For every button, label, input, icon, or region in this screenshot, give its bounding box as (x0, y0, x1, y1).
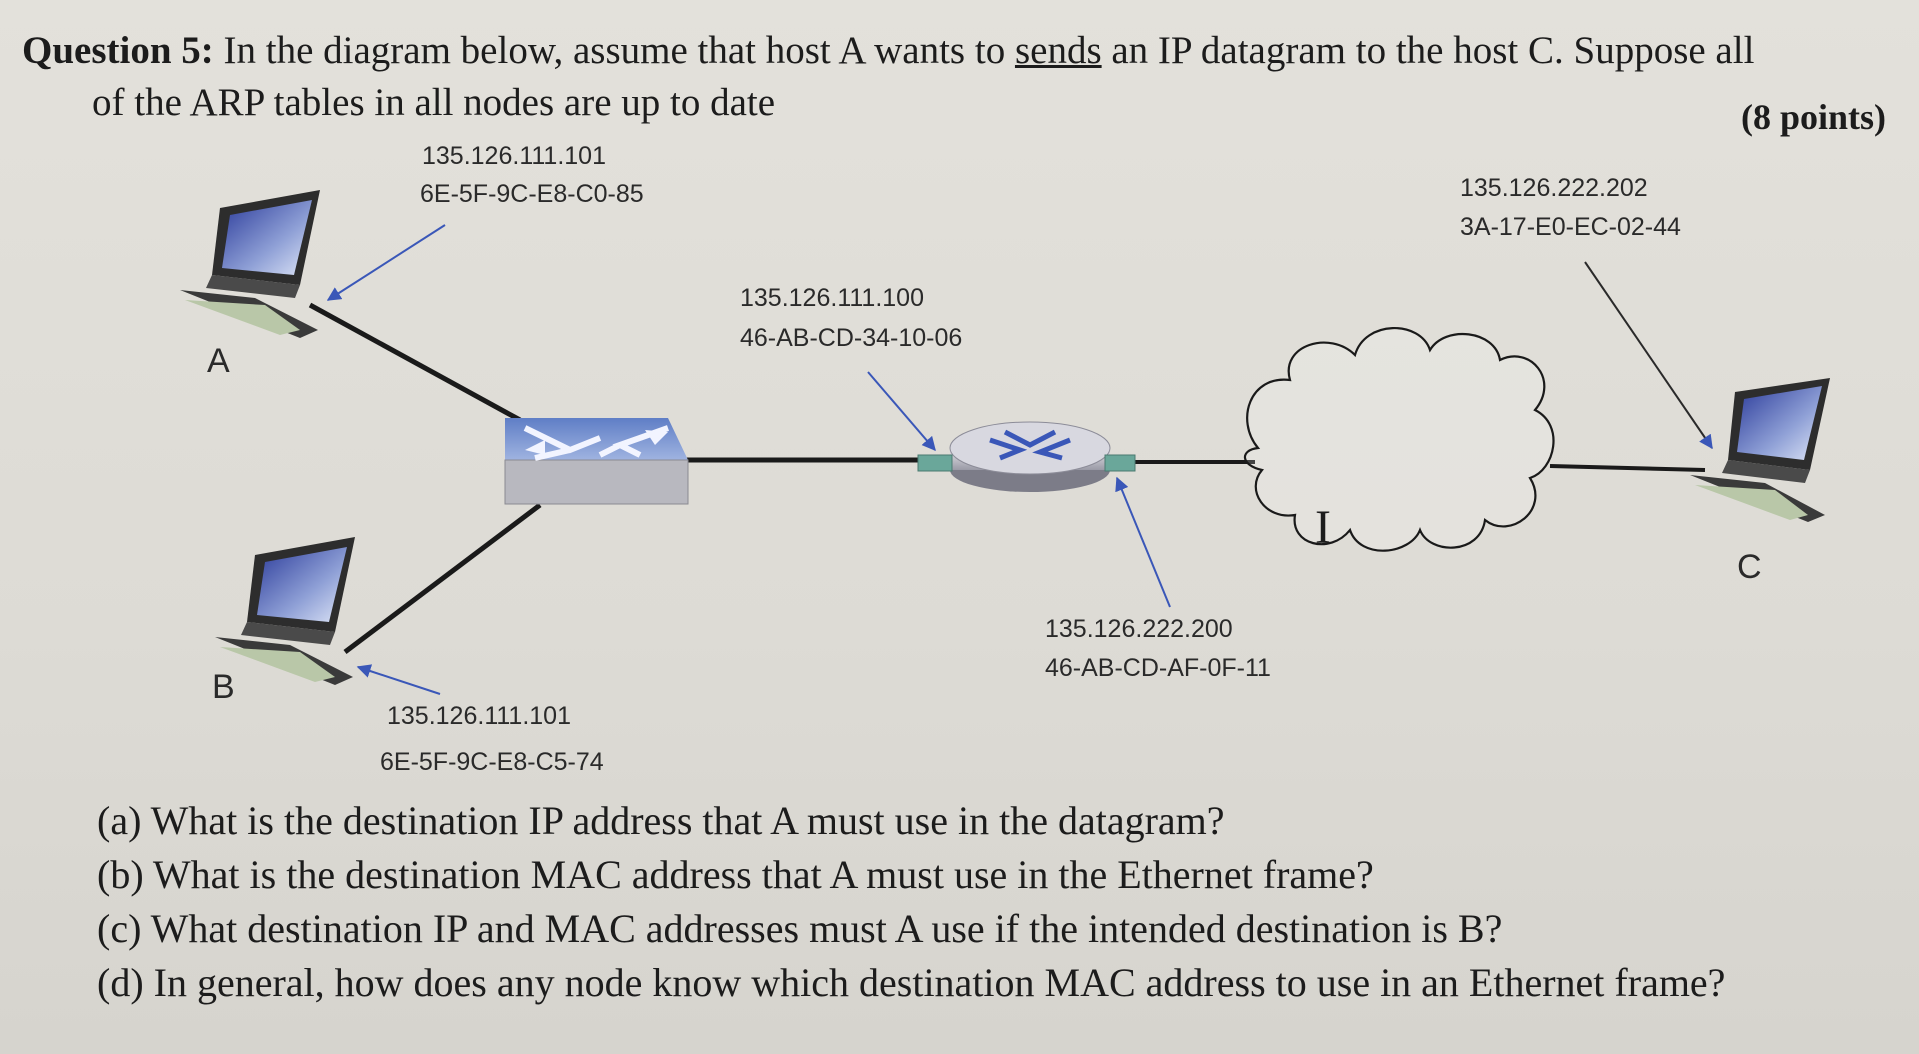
part-a-question: (a) What is the destination IP address t… (97, 798, 1225, 843)
arrow-host-b (356, 664, 441, 695)
host-b-letter: B (212, 668, 235, 706)
router-icon (917, 421, 1136, 492)
host-a-mac: 6E-5F-9C-E8-C0-85 (420, 180, 644, 208)
arrow-router-right (1115, 476, 1171, 608)
host-b-mac: 6E-5F-9C-E8-C5-74 (380, 748, 604, 776)
link-cloud-c (1549, 464, 1706, 472)
part-d-question: (d) In general, how does any node know w… (97, 960, 1726, 1005)
arrow-router-left (867, 371, 936, 452)
link-b-switch (343, 503, 542, 654)
question-header: Question 5: In the diagram below, assume… (22, 28, 1754, 73)
question-line-2: of the ARP tables in all nodes are up to… (92, 81, 776, 124)
router-right-ip: 135.126.222.200 (1045, 615, 1233, 643)
link-a-switch (308, 302, 522, 423)
internet-cloud-icon (1243, 327, 1555, 552)
cloud-label: I (1315, 501, 1331, 554)
arrow-host-c (1584, 261, 1713, 450)
question-text-underlined: sends (1014, 29, 1102, 72)
host-a-letter: A (207, 342, 230, 380)
points-label: (8 points) (1740, 97, 1886, 137)
host-c-computer-icon (1690, 378, 1830, 522)
question-text-after: an IP datagram to the host C. Suppose al… (1101, 29, 1755, 72)
host-c-ip: 135.126.222.202 (1460, 174, 1648, 202)
part-c-question: (c) What destination IP and MAC addresse… (97, 906, 1503, 951)
part-b-question: (b) What is the destination MAC address … (97, 852, 1374, 897)
question-text-before: In the diagram below, assume that host A… (223, 29, 1015, 72)
router-left-ip: 135.126.111.100 (740, 284, 924, 312)
host-b-computer-icon (215, 537, 355, 685)
host-b-ip: 135.126.111.101 (387, 702, 571, 730)
host-c-mac: 3A-17-E0-EC-02-44 (1460, 213, 1681, 241)
router-right-mac: 46-AB-CD-AF-0F-11 (1045, 654, 1271, 682)
arrow-host-a (326, 224, 446, 301)
question-label: Question 5: (22, 29, 214, 72)
switch-icon (504, 418, 689, 505)
router-left-mac: 46-AB-CD-34-10-06 (740, 324, 963, 352)
host-a-ip: 135.126.111.101 (422, 142, 606, 170)
host-c-letter: C (1737, 548, 1762, 586)
host-a-computer-icon (180, 190, 320, 338)
